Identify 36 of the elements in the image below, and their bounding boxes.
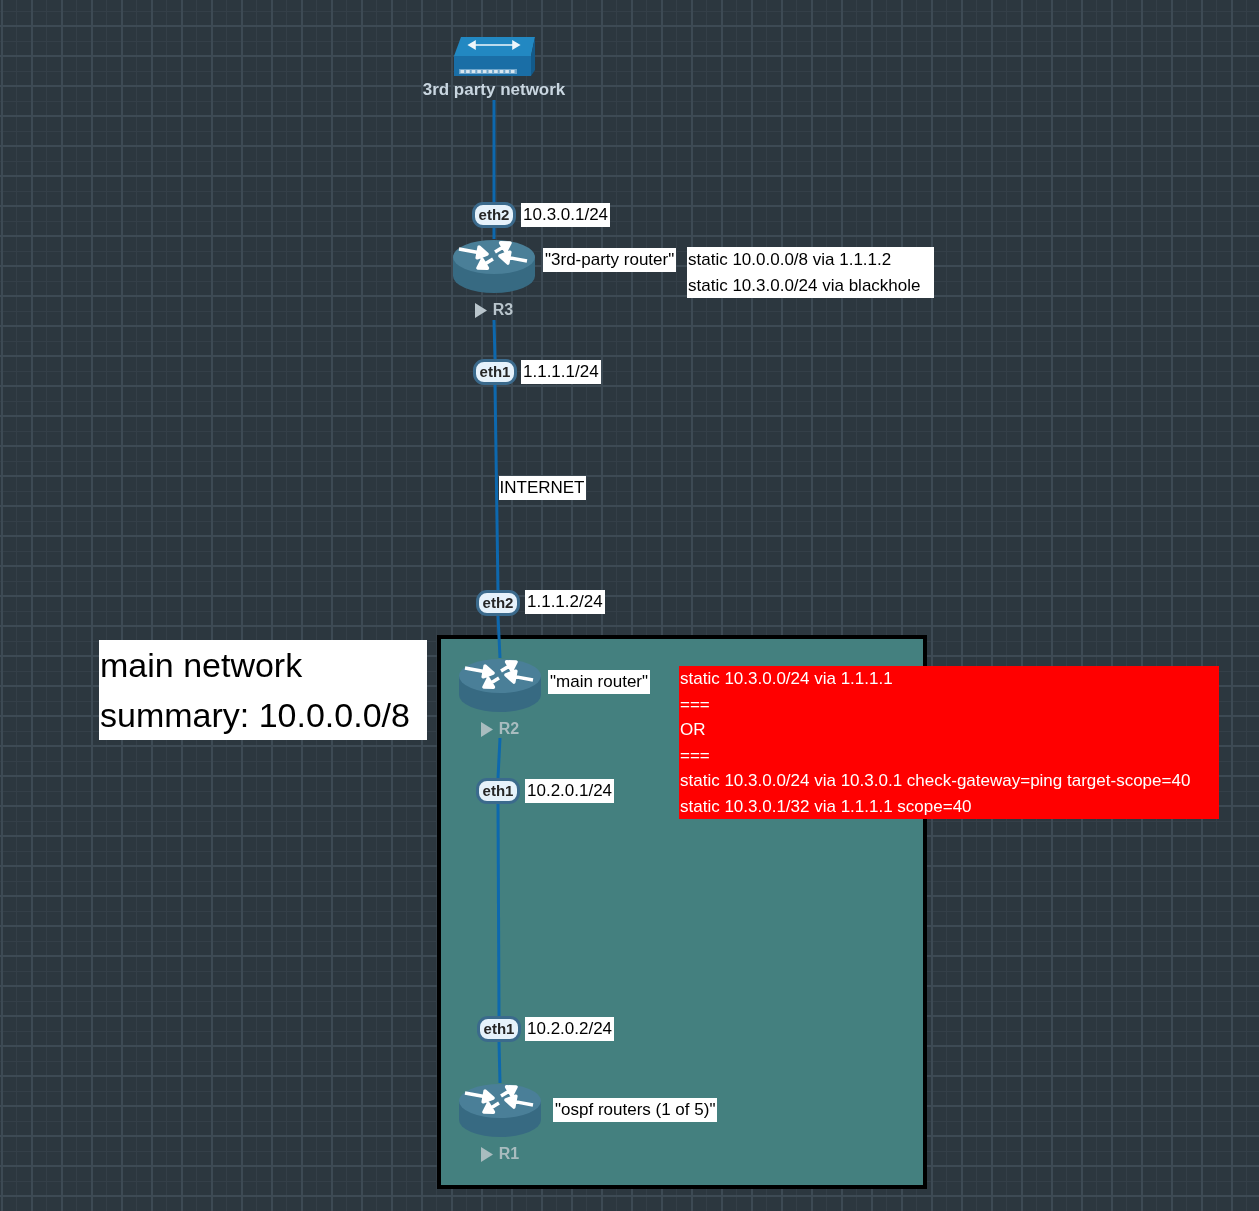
device-description: "main router" bbox=[548, 670, 651, 694]
device-label: R1 bbox=[498, 1144, 520, 1164]
connector-line bbox=[496, 615, 502, 659]
device-label: R3 bbox=[492, 300, 514, 320]
address-label: 10.2.0.2/24 bbox=[525, 1017, 615, 1041]
annotation-line: static 10.3.0.0/24 via 10.3.0.1 check-gateway=ping target-scope=40 bbox=[680, 770, 1192, 792]
annotation-line: static 10.3.0.0/24 via 1.1.1.1 bbox=[680, 668, 894, 690]
connector-line bbox=[497, 1041, 502, 1084]
annotation-panel bbox=[679, 666, 1219, 819]
annotation-panel bbox=[687, 247, 934, 298]
interface-label: eth1 bbox=[476, 778, 520, 804]
device-description: "ospf routers (1 of 5)" bbox=[553, 1098, 718, 1122]
device-label: 3rd party network bbox=[421, 80, 567, 100]
interface-label: eth2 bbox=[476, 590, 520, 616]
device-description: "3rd-party router" bbox=[543, 248, 677, 272]
connector-line bbox=[496, 804, 501, 1016]
connector-line bbox=[492, 319, 497, 360]
annotation-line: static 10.3.0.0/24 via blackhole bbox=[688, 274, 922, 297]
annotation-line: static 10.0.0.0/8 via 1.1.1.2 bbox=[688, 249, 893, 271]
address-label: 1.1.1.1/24 bbox=[521, 360, 601, 384]
address-label: 10.2.0.1/24 bbox=[525, 779, 615, 803]
address-label: 10.3.0.1/24 bbox=[521, 203, 611, 227]
connector-line bbox=[496, 737, 502, 779]
interface-label: eth2 bbox=[472, 202, 516, 228]
connector-line bbox=[492, 100, 496, 202]
text-annotation: main network summary: 10.0.0.0/8 bbox=[99, 640, 427, 740]
connector-line bbox=[493, 384, 500, 591]
annotation-line: static 10.3.0.1/32 via 1.1.1.1 scope=40 bbox=[680, 795, 973, 818]
interface-label: eth1 bbox=[473, 359, 517, 385]
connector-line bbox=[492, 228, 496, 239]
annotation-line: === bbox=[680, 693, 711, 716]
interface-label: eth1 bbox=[477, 1016, 521, 1042]
annotation-line: OR bbox=[680, 719, 707, 741]
address-label: 1.1.1.2/24 bbox=[525, 590, 605, 614]
annotation-line: === bbox=[680, 744, 711, 767]
device-label: R2 bbox=[498, 719, 520, 739]
